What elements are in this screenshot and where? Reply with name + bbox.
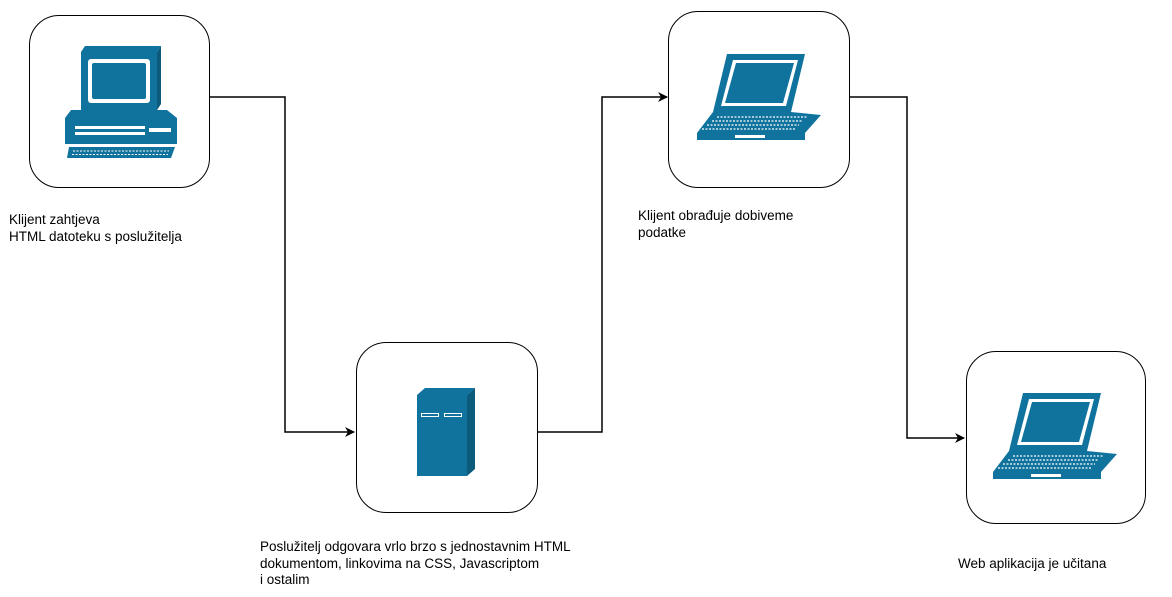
server-tower-icon [417,388,475,476]
connector-server-to-client [537,92,668,433]
node-client-process [668,11,850,188]
label-server-response: Poslužitelj odgovara vrlo brzo s jednost… [260,539,571,587]
node-app-loaded [966,351,1146,524]
laptop-icon [697,54,821,140]
connector-request-to-server [210,96,355,437]
label-client-process: Klijent obrađuje dobiveme podatke [638,208,794,240]
node-server-response [356,342,538,513]
label-app-loaded: Web aplikacija je učitana [958,556,1107,571]
node-client-request [29,15,210,188]
label-client-request: Klijent zahtjeva HTML datoteku s posluži… [9,212,182,244]
laptop-icon [993,393,1117,479]
desktop-computer-icon [65,46,177,158]
connector-client-to-app [849,96,965,443]
